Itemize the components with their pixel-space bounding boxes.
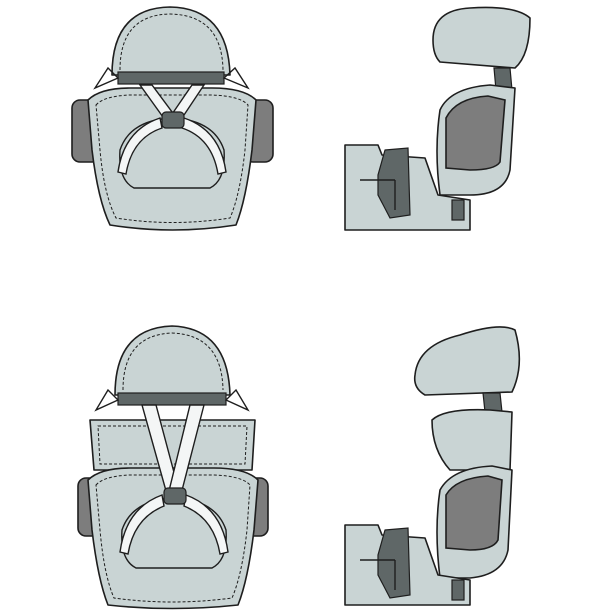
headrest [432,6,531,69]
backrest [89,419,256,471]
harness-buckle [161,111,185,129]
side-view-seat-belt [344,326,521,606]
recline-lever [451,579,465,601]
recline-lever [451,199,465,221]
front-view-seat-belt [77,325,269,610]
side-impact-pad [445,475,503,551]
headrest [413,326,521,396]
front-view-seat-harness [71,6,274,231]
seat-shell [87,87,257,231]
headrest-bracket [117,392,227,406]
headrest-bracket [117,71,225,85]
headrest [114,325,231,396]
isofix-bracket [377,147,411,219]
headrest [111,6,231,76]
seat-shell [87,467,259,610]
side-impact-pad [445,95,506,171]
isofix-bracket [377,527,411,599]
side-view-seat-harness [344,6,531,231]
belt-buckle [163,487,187,505]
backrest [431,408,513,471]
